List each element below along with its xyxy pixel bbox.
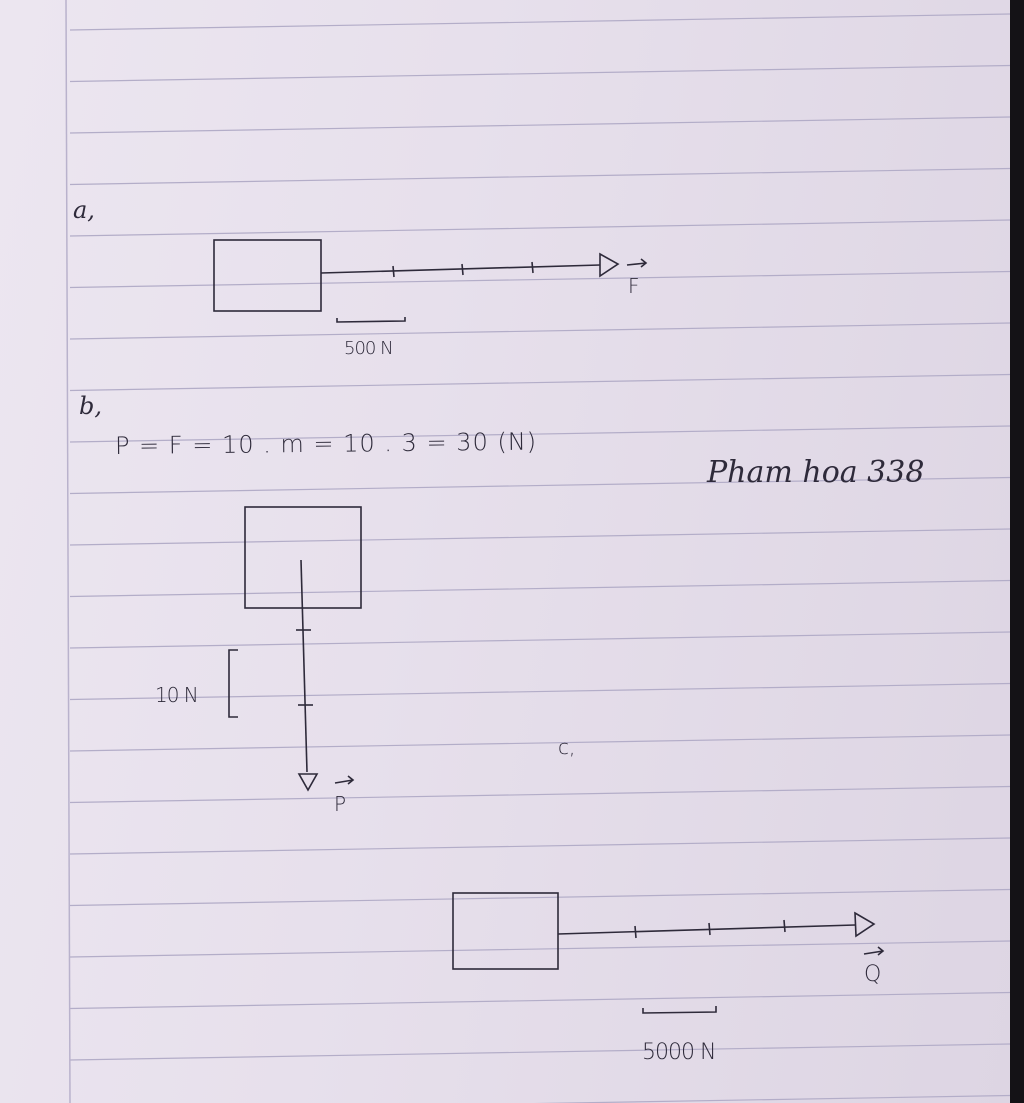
- object-box-a: [213, 239, 322, 312]
- part-c-label: c,: [558, 735, 576, 759]
- scale-label-a: 500 N: [344, 338, 394, 359]
- tick-c-1: [634, 925, 637, 939]
- part-a-diagram: [213, 239, 648, 323]
- ruled-line: [69, 991, 1010, 1010]
- ruled-line: [534, 1094, 1010, 1103]
- tick-c-3: [783, 919, 786, 933]
- ruled-line: [69, 116, 1010, 134]
- scale-bar-c: [642, 1006, 717, 1014]
- arrowhead-q: [854, 911, 876, 938]
- ruled-line: [69, 373, 1010, 392]
- ruled-line: [69, 425, 1010, 443]
- force-symbol-f: F: [628, 274, 640, 298]
- margin-line: [65, 0, 71, 1103]
- force-symbol-q: Q: [864, 962, 882, 987]
- scale-label-b: 10 N: [155, 683, 199, 707]
- ruled-line: [69, 476, 1010, 495]
- ruled-line: [69, 219, 1010, 237]
- vector-bar-q: [863, 950, 884, 955]
- tick-a-2: [461, 263, 464, 276]
- part-a-label: a,: [73, 196, 95, 224]
- tick-a-1: [392, 265, 395, 278]
- force-arrow-f: [320, 264, 601, 274]
- ruled-line: [69, 682, 1010, 701]
- weight-arrow-p: [300, 559, 308, 773]
- ruled-line: [69, 785, 1010, 804]
- ruled-line: [69, 579, 1010, 598]
- weight-symbol-p: P: [334, 792, 347, 816]
- ruled-line: [69, 167, 1010, 186]
- tick-a-3: [531, 261, 534, 274]
- image-edge-border: [1010, 0, 1024, 1103]
- ruled-line: [69, 528, 1010, 546]
- vector-bar-p: [334, 779, 354, 784]
- ruled-lines: [69, 13, 1010, 1103]
- signature: Pham hoa 338: [707, 455, 925, 490]
- part-b-diagram: [228, 506, 362, 792]
- ruled-line: [69, 888, 1010, 907]
- vector-tip-f: [640, 258, 648, 268]
- ruled-line: [69, 940, 1010, 958]
- ruled-line: [69, 322, 1010, 340]
- vector-tip-p: [347, 775, 355, 785]
- scale-bracket-b: [228, 649, 238, 718]
- ruled-line: [69, 837, 1010, 855]
- ruled-line: [69, 13, 1010, 31]
- part-c-diagram: [452, 892, 885, 1014]
- force-arrow-q: [557, 924, 856, 935]
- object-box-c: [452, 892, 559, 970]
- vector-bar-f: [626, 262, 647, 266]
- ruled-line: [69, 734, 1010, 752]
- ruled-line: [69, 631, 1010, 649]
- scale-bar-a: [336, 317, 406, 323]
- weight-equation: P = F = 10 . m = 10 . 3 = 30 (N): [114, 427, 538, 460]
- ruled-line: [69, 270, 1010, 289]
- tick-c-2: [708, 922, 711, 936]
- arrowhead-p: [297, 773, 319, 792]
- ruled-line: [69, 64, 1010, 83]
- ruled-line: [69, 1043, 1010, 1061]
- vector-tip-q: [877, 946, 885, 956]
- part-b-label: b,: [79, 392, 102, 420]
- arrowhead-f: [599, 252, 620, 278]
- scale-label-c: 5000 N: [642, 1040, 716, 1065]
